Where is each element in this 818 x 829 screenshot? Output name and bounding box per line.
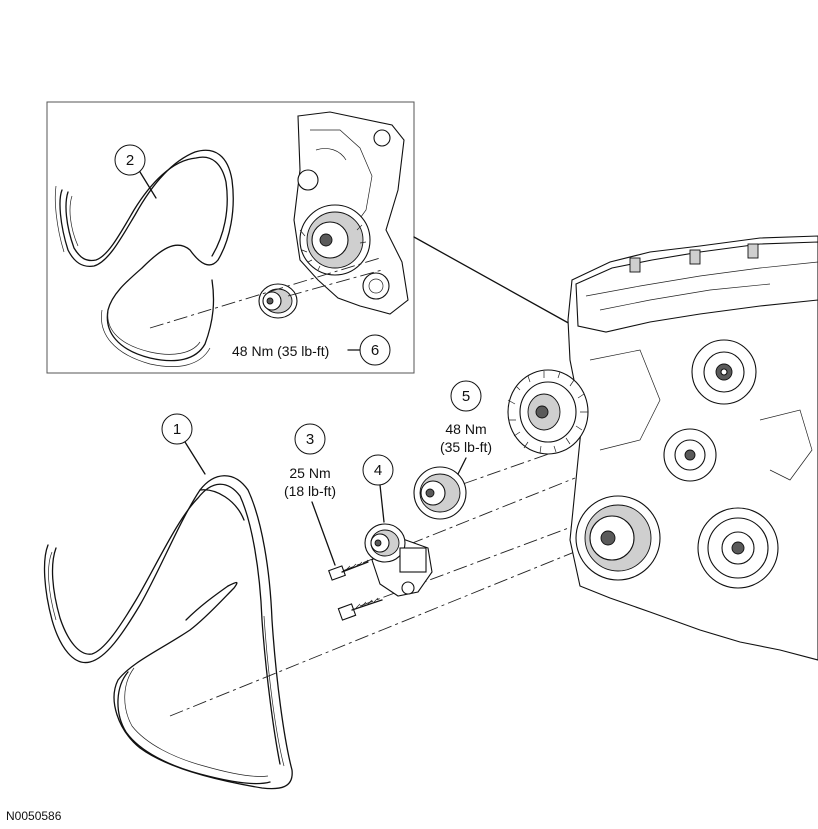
inset-engine-front-cover [258, 111, 409, 319]
centerline-tensioner-bolt [359, 519, 591, 607]
callout-5-label: 5 [462, 388, 470, 405]
callout-3: 3 25 Nm (18 lb-ft) [284, 423, 336, 566]
callout-6-label: 6 [371, 342, 379, 359]
centerline-crankshaft [169, 539, 605, 717]
callout-5: 5 48 Nm (35 lb-ft) [440, 380, 492, 475]
centerline-tensioner [339, 477, 576, 573]
callout-4-label: 4 [374, 462, 382, 479]
torque-5-line2: (35 lb-ft) [440, 439, 492, 455]
callout-2-label: 2 [126, 152, 134, 169]
figure-id: N0050586 [6, 809, 62, 823]
callout-2: 2 [114, 144, 157, 199]
callout-4: 4 [362, 454, 394, 523]
callout-6: 6 48 Nm (35 lb-ft) [232, 334, 391, 366]
alternator-fan [507, 369, 589, 455]
inset-idler-pulley [258, 283, 298, 319]
water-pump-pulley [663, 428, 717, 482]
inset-crankshaft-pulley [299, 204, 371, 276]
inset-drive-belt [54, 149, 234, 367]
torque-3-line1: 25 Nm [289, 465, 330, 481]
tensioner-bolt [328, 559, 369, 581]
callout-1-label: 1 [173, 421, 181, 438]
centerline-idler [439, 449, 561, 493]
inset-centerline-1 [149, 257, 381, 329]
belt-tensioner [364, 523, 433, 597]
torque-3-line2: (18 lb-ft) [284, 483, 336, 499]
power-steering-pulley [691, 339, 757, 405]
inset-centerline-2 [287, 269, 383, 297]
engine-assembly [507, 235, 818, 661]
torque-6-line1: 48 Nm (35 lb-ft) [232, 343, 329, 359]
idler-pulley [413, 466, 467, 520]
crankshaft-pulley [575, 495, 661, 581]
tensioner-lower-bolt [337, 597, 383, 621]
ac-compressor-pulley [697, 507, 779, 589]
callout-3-label: 3 [306, 431, 314, 448]
callout-1: 1 [161, 413, 206, 475]
main-drive-belt [43, 475, 293, 790]
torque-5-line1: 48 Nm [445, 421, 486, 437]
inset-leader-line [413, 236, 573, 326]
